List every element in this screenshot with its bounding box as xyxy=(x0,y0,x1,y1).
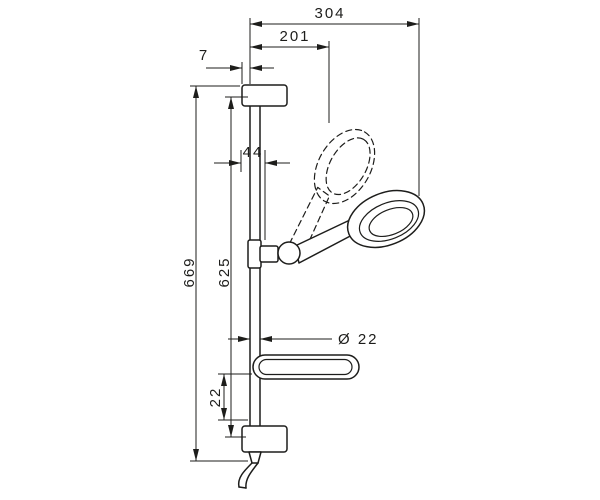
holder-arm xyxy=(259,245,279,263)
dim-lower-offset: 22 xyxy=(207,373,252,421)
product-drawing xyxy=(237,84,426,489)
dim-wall-offset: 7 xyxy=(199,47,274,84)
dim-bar-diameter: Ø 22 xyxy=(228,331,379,348)
bottom-bracket-body xyxy=(241,425,288,453)
hand-shower-face-rim xyxy=(358,200,420,242)
hand-shower-alt-handle xyxy=(288,186,331,256)
hose-edge-left xyxy=(237,462,253,488)
hand-shower-spray-face xyxy=(368,206,414,238)
shower-hose xyxy=(237,451,262,489)
holder-slider-body xyxy=(247,239,262,269)
slider-holder xyxy=(247,239,279,269)
top-wall-bracket xyxy=(241,84,288,107)
hand-shower-handle xyxy=(294,218,357,264)
dim-304-label: 304 xyxy=(314,5,345,22)
dim-overall-reach: 304 xyxy=(249,5,420,196)
holder-pivot-knob xyxy=(277,241,301,265)
soap-dish-inner xyxy=(258,358,353,376)
hand-shower-alt-face xyxy=(325,137,371,196)
hand-shower-alt-head xyxy=(313,128,376,205)
dim-handshower-reach: 201 xyxy=(250,28,330,123)
slide-bar xyxy=(249,97,261,441)
dim-44-label: 44 xyxy=(243,144,264,161)
hose-nut xyxy=(248,451,262,464)
soap-dish-outer xyxy=(252,354,360,380)
dim-7-label: 7 xyxy=(199,47,209,64)
hand-shower xyxy=(294,189,426,264)
dim-22-label: 22 xyxy=(207,387,224,408)
hose-edge-right xyxy=(245,462,259,489)
dim-201-label: 201 xyxy=(279,28,310,45)
hand-shower-alt-position xyxy=(288,128,376,256)
top-bracket-body xyxy=(241,84,288,107)
dim-overall-height: 669 xyxy=(181,85,248,462)
bottom-wall-bracket xyxy=(241,425,288,453)
soap-dish xyxy=(252,354,360,380)
dim-d22-label: Ø 22 xyxy=(338,331,379,348)
dim-669-label: 669 xyxy=(181,256,198,287)
dimension-annotations: 304 201 7 669 625 xyxy=(181,5,420,462)
dim-holder-offset: 44 xyxy=(214,144,290,240)
dim-bar-length: 625 xyxy=(216,96,248,438)
dim-625-label: 625 xyxy=(216,256,233,287)
hose-end-cap xyxy=(238,486,247,489)
